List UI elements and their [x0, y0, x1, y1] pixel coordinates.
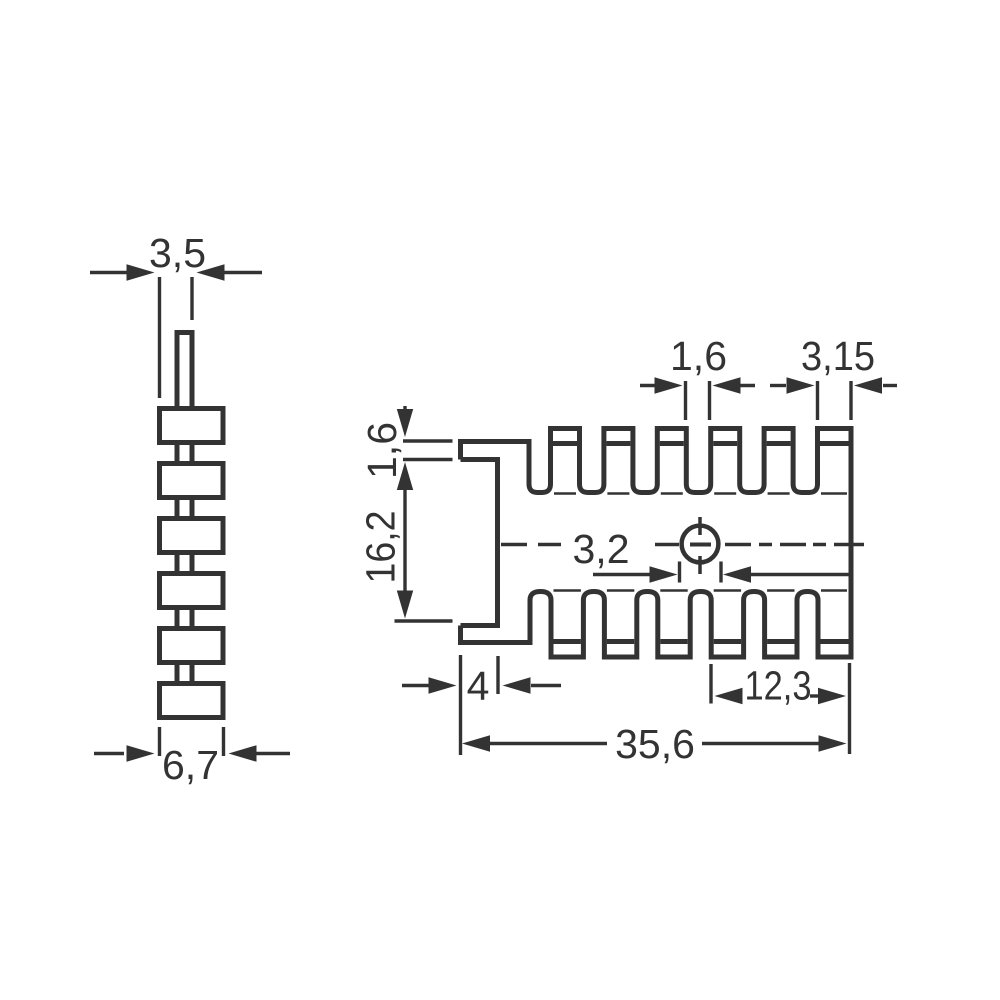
svg-text:3,15: 3,15: [801, 333, 875, 379]
svg-text:35,6: 35,6: [615, 721, 695, 767]
svg-text:6,7: 6,7: [162, 742, 219, 788]
svg-text:1,6: 1,6: [670, 333, 727, 379]
svg-text:3,2: 3,2: [573, 526, 630, 572]
svg-text:3,5: 3,5: [149, 230, 206, 276]
svg-text:12,3: 12,3: [745, 663, 812, 709]
svg-text:16,2: 16,2: [358, 511, 404, 584]
svg-text:4: 4: [467, 663, 490, 709]
svg-text:1,6: 1,6: [359, 422, 405, 479]
